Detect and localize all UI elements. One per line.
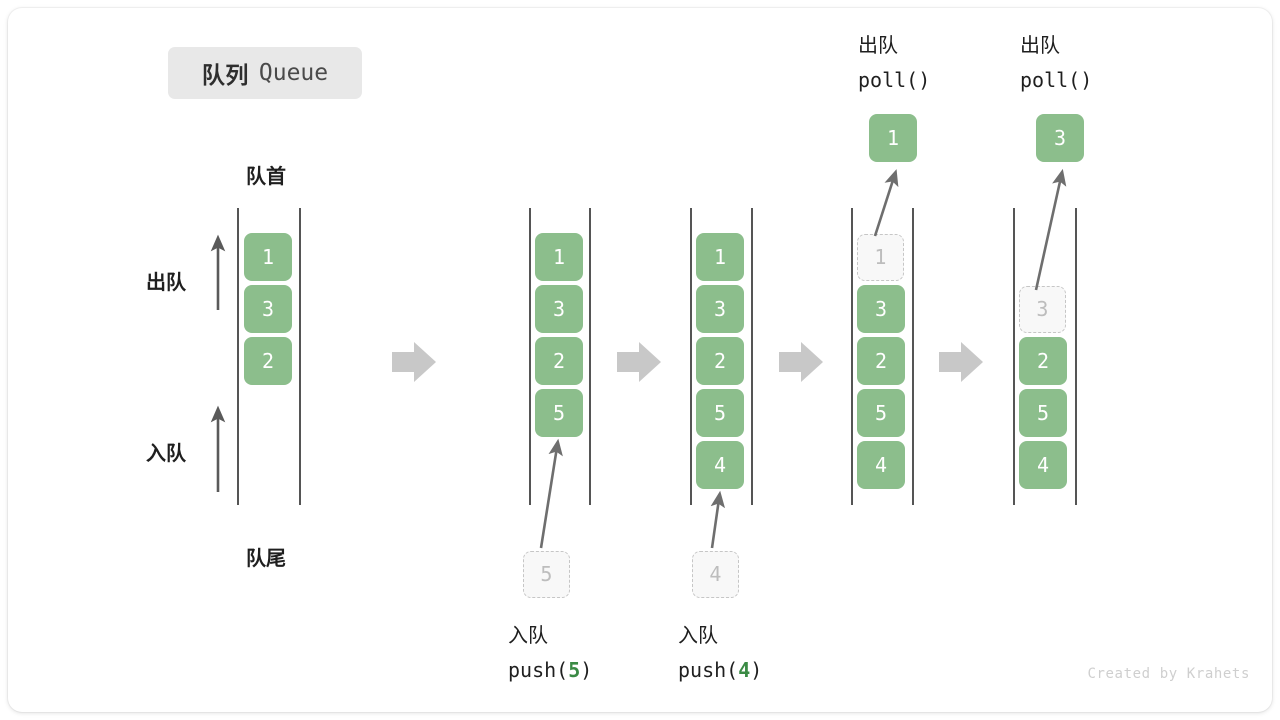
dequeue-direction-label: 出队 (146, 270, 186, 294)
caption-poll-1: 出队 poll() (858, 28, 930, 98)
queue-cell: 5 (696, 389, 744, 437)
queue-cell: 2 (535, 337, 583, 385)
diagram-card (8, 8, 1272, 712)
watermark: Created by Krahets (1087, 666, 1250, 682)
title-label-cn: 队列 (201, 63, 249, 89)
rail-left-col4 (851, 208, 853, 505)
queue-cell: 3 (696, 285, 744, 333)
queue-cell: 2 (244, 337, 292, 385)
caption-poll-3: 出队 poll() (1020, 28, 1092, 98)
queue-cell: 2 (1019, 337, 1067, 385)
incoming-ghost-cell: 5 (523, 551, 570, 598)
caption-code: push(4) (678, 658, 763, 682)
caption-push-5: 入队 push(5) (508, 618, 592, 688)
queue-cell: 2 (857, 337, 905, 385)
title-label-en: Queue (258, 60, 329, 86)
rail-right-col2 (589, 208, 591, 505)
caption-code: poll() (858, 68, 931, 92)
queue-head-label: 队首 (246, 164, 286, 188)
caption-code: poll() (1020, 68, 1093, 92)
queue-cell: 1 (696, 233, 744, 281)
rail-left-col3 (690, 208, 692, 505)
incoming-ghost-cell: 4 (692, 551, 739, 598)
caption-cn: 入队 (508, 623, 548, 647)
queue-cell: 1 (244, 233, 292, 281)
enqueue-direction-label: 入队 (146, 441, 186, 465)
rail-right-col3 (751, 208, 753, 505)
queue-cell: 2 (696, 337, 744, 385)
queue-cell: 1 (535, 233, 583, 281)
rail-left-col1 (237, 208, 239, 505)
rail-left-col5 (1013, 208, 1015, 505)
queue-tail-label: 队尾 (246, 546, 286, 570)
queue-cell: 4 (857, 441, 905, 489)
caption-cn: 出队 (1020, 33, 1060, 57)
queue-cell: 5 (1019, 389, 1067, 437)
caption-push-4: 入队 push(4) (678, 618, 762, 688)
caption-code: push(5) (508, 658, 593, 682)
rail-left-col2 (529, 208, 531, 505)
queue-cell: 4 (1019, 441, 1067, 489)
rail-right-col1 (299, 208, 301, 505)
queue-cell-new: 4 (696, 441, 744, 489)
rail-right-col4 (912, 208, 914, 505)
queue-cell: 3 (857, 285, 905, 333)
caption-cn: 出队 (858, 33, 898, 57)
queue-cell-ghost: 1 (857, 234, 904, 281)
caption-cn: 入队 (678, 623, 718, 647)
rail-right-col5 (1075, 208, 1077, 505)
title-chip: 队列 Queue (168, 47, 362, 99)
popped-cell: 1 (869, 114, 917, 162)
queue-cell-new: 5 (535, 389, 583, 437)
popped-cell: 3 (1036, 114, 1084, 162)
queue-cell: 3 (244, 285, 292, 333)
queue-cell-ghost: 3 (1019, 286, 1066, 333)
queue-cell: 5 (857, 389, 905, 437)
queue-cell: 3 (535, 285, 583, 333)
